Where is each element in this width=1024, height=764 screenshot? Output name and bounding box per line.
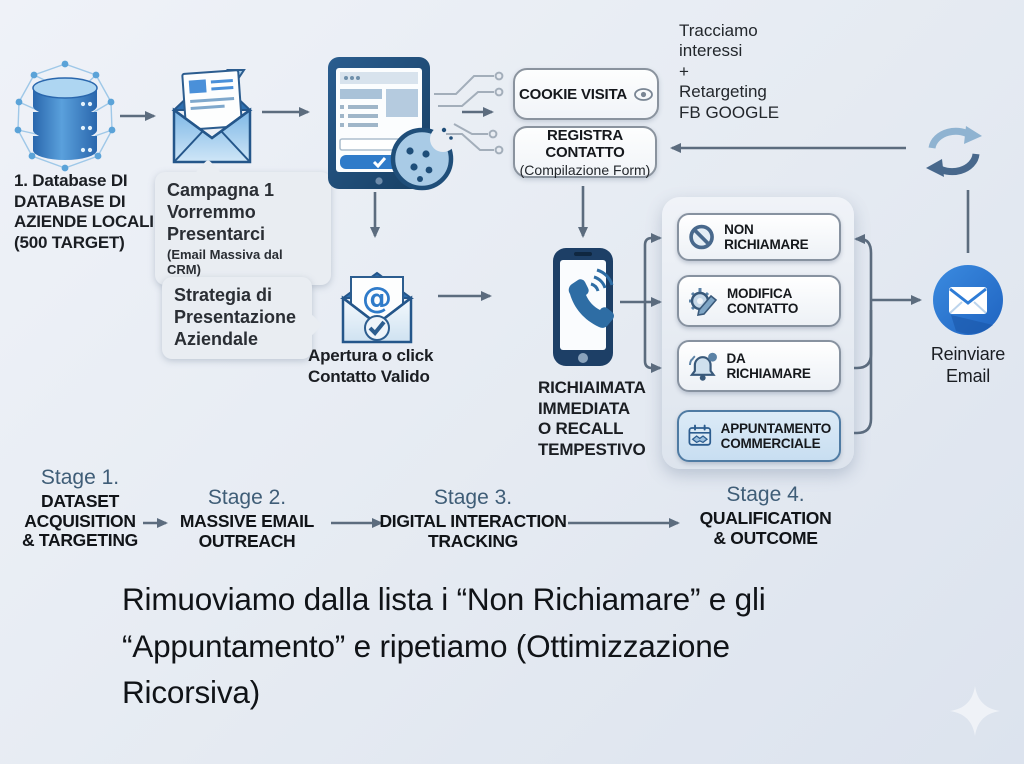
database-caption: 1. Database DI DATABASE DI AZIENDE LOCAL… <box>14 171 154 253</box>
svg-text:@: @ <box>362 281 392 316</box>
appuntamento-label: APPUNTAMENTO COMMERCIALE <box>720 420 832 451</box>
recall-phone-icon <box>553 248 614 366</box>
circuit-traces-icon <box>434 71 504 155</box>
register-contact-pill: REGISTRA CONTATTO (Compilazione Form) <box>513 126 657 178</box>
appuntamento-button[interactable]: APPUNTAMENTO COMMERCIALE <box>677 410 841 462</box>
sparkle-icon <box>950 686 1000 736</box>
eye-icon <box>634 87 653 101</box>
cookie-visit-label: COOKIE VISITA <box>519 85 627 103</box>
appointment-icon <box>688 424 712 446</box>
recall-caption: RICHIAIMATA IMMEDIATA O RECALL TEMPESTIV… <box>538 378 646 460</box>
strategy-bubble-caption: Strategia di Presentazione Aziendale <box>174 285 297 349</box>
non-richiamare-button[interactable]: NON RICHIAMARE <box>677 213 841 261</box>
stage-4-label: QUALIFICATION & OUTCOME <box>699 508 832 548</box>
register-contact-label: REGISTRA CONTATTO <box>545 126 625 161</box>
campaign-email-icon <box>171 69 253 164</box>
tablet-cookie-icon <box>328 57 456 191</box>
stage-4-title: Stage 4. <box>726 483 805 506</box>
stage-3: Stage 3. DIGITAL INTERACTION TRACKING <box>373 486 573 551</box>
campaign-bubble-note: (Email Massiva dal CRM) <box>167 246 283 277</box>
reminder-bell-icon <box>688 352 717 381</box>
modifica-contatto-button[interactable]: MODIFICA CONTATTO <box>677 275 841 327</box>
cookie-visit-pill: COOKIE VISITA <box>513 68 659 120</box>
refresh-loop-icon <box>926 126 982 177</box>
campaign-bubble: Campagna 1 Vorremmo Presentarci (Email M… <box>155 172 331 285</box>
da-richiamare-label: DA RICHIAMARE <box>726 350 811 381</box>
resend-email-icon <box>933 265 1003 335</box>
stage-1-title: Stage 1. <box>40 466 120 489</box>
stage-2-label: MASSIVE EMAIL OUTREACH <box>179 511 315 551</box>
edit-contact-icon <box>689 288 718 316</box>
open-click-caption: Apertura o click Contatto Valido <box>308 346 434 386</box>
stage-3-title: Stage 3. <box>433 486 513 509</box>
stage-2-title: Stage 2. <box>207 486 287 509</box>
da-richiamare-button[interactable]: DA RICHIAMARE <box>677 340 841 392</box>
stage-4: Stage 4. QUALIFICATION & OUTCOME <box>683 483 848 548</box>
open-email-icon: @ <box>339 271 415 344</box>
strategy-bubble: Strategia di Presentazione Aziendale <box>162 277 312 359</box>
footer-summary: Rimuoviamo dalla lista i “Non Richiamare… <box>122 581 766 711</box>
retargeting-note: Tracciamo interessi + Retargeting FB GOO… <box>679 21 780 122</box>
campaign-bubble-title: Campagna 1 Vorremmo Presentarci <box>167 180 275 244</box>
resend-email-caption: Reinviare Email <box>930 344 1006 386</box>
stage-1-label: DATASET ACQUISITION & TARGETING <box>22 491 138 551</box>
stage-2: Stage 2. MASSIVE EMAIL OUTREACH <box>167 486 327 551</box>
database-icon <box>14 60 116 172</box>
no-call-icon <box>689 224 714 250</box>
stage-1: Stage 1. DATASET ACQUISITION & TARGETING <box>5 466 155 551</box>
modifica-contatto-label: MODIFICA CONTATTO <box>727 285 799 316</box>
register-contact-sub: (Compilazione Form) <box>519 161 651 178</box>
stage-3-label: DIGITAL INTERACTION TRACKING <box>379 511 567 551</box>
non-richiamare-label: NON RICHIAMARE <box>724 221 809 252</box>
